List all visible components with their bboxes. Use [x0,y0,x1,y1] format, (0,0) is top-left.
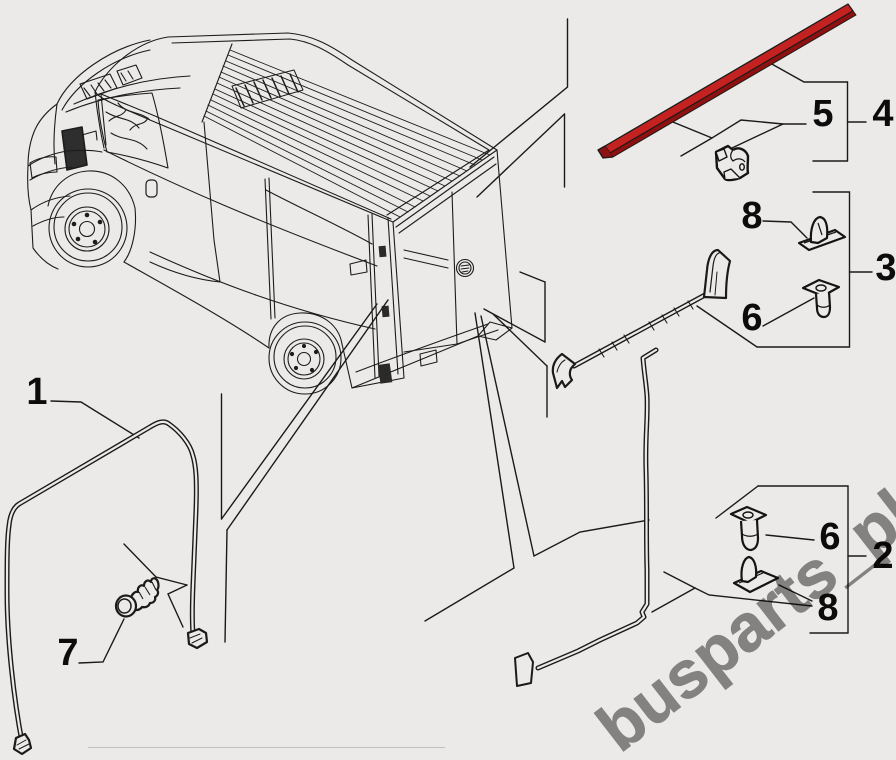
svg-text:2: 2 [872,535,893,577]
svg-text:5: 5 [812,93,833,135]
svg-text:6: 6 [819,516,840,558]
svg-text:1: 1 [26,371,47,413]
svg-text:7: 7 [57,632,78,674]
svg-text:4: 4 [872,93,893,135]
svg-text:8: 8 [741,195,762,237]
svg-text:6: 6 [741,297,762,339]
svg-text:3: 3 [875,247,896,289]
svg-text:8: 8 [817,587,838,629]
